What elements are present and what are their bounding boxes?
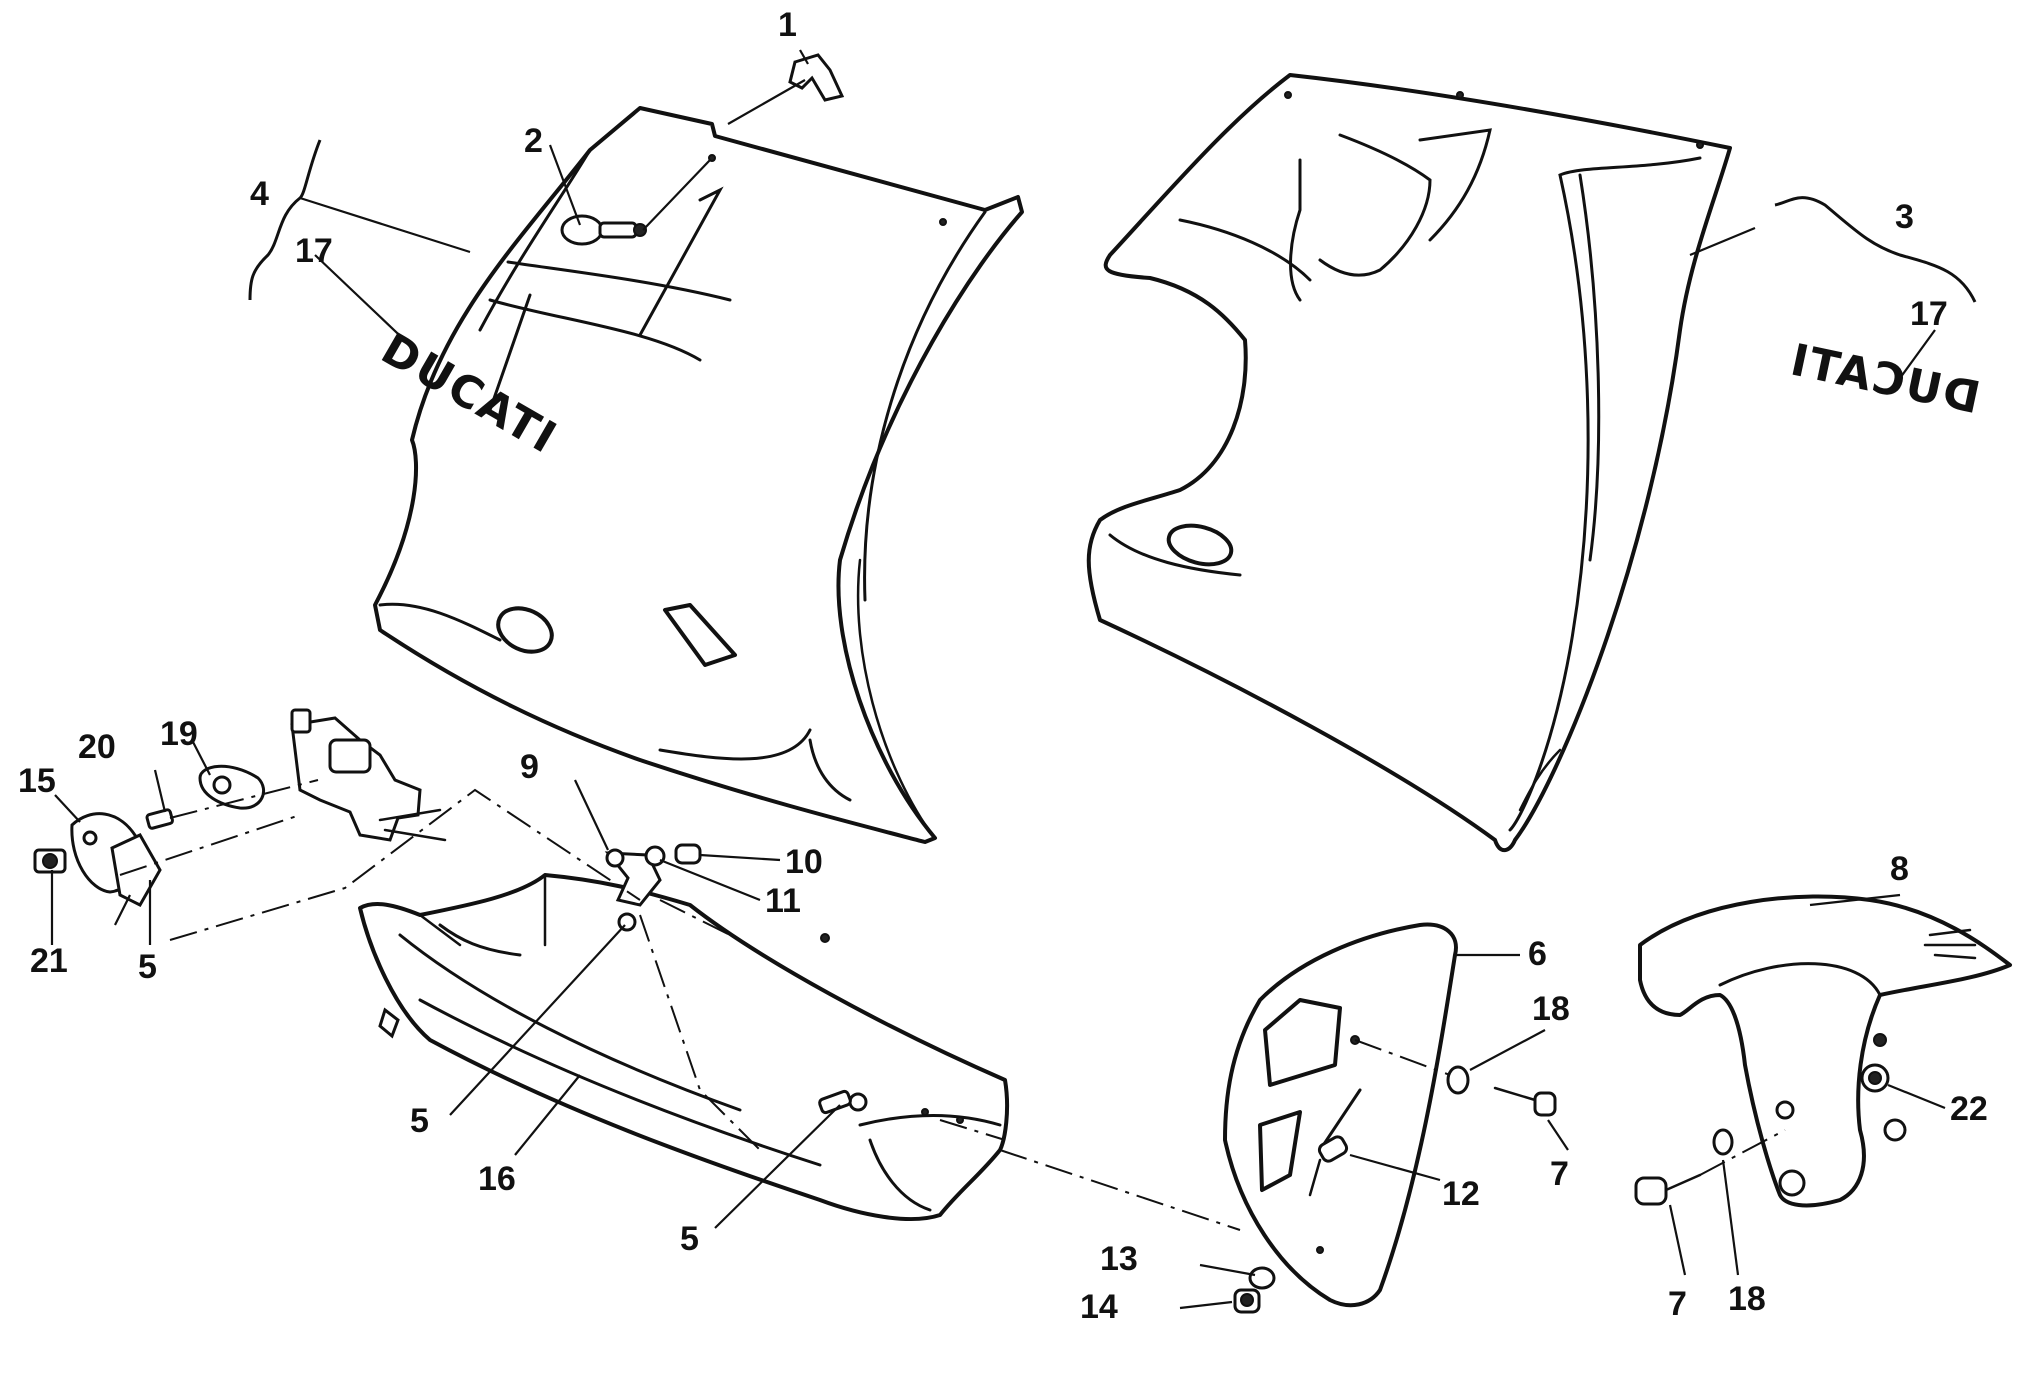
callout-21: 21	[30, 942, 68, 980]
callout-13: 13	[1100, 1240, 1138, 1278]
lower-fairing-belly-pan	[358, 873, 1010, 1221]
support-plate	[33, 812, 162, 907]
side-fender-panel	[1223, 922, 1458, 1308]
washer-and-screw-left	[1634, 1128, 1734, 1206]
callout-17-left: 17	[295, 232, 333, 270]
ducati-decal-right: DUCATI	[1784, 334, 1984, 424]
callout-17-right: 17	[1910, 295, 1948, 333]
callout-3: 3	[1895, 198, 1914, 236]
callout-22: 22	[1950, 1090, 1988, 1128]
ducati-decal-text-right: DUCATI	[1784, 334, 1984, 424]
callout-7-right: 7	[1550, 1155, 1569, 1193]
callout-16: 16	[478, 1160, 516, 1198]
fender-nut	[1860, 1063, 1890, 1093]
callout-12: 12	[1442, 1175, 1480, 1213]
callout-15: 15	[18, 762, 56, 800]
assembly-lines	[119, 779, 1786, 1231]
left-fairing-panel	[373, 106, 1024, 844]
callout-labels: 1 2 3 4 17 17 6 8 18 7 12 13 14 7 18 22 …	[18, 6, 1988, 1326]
callout-11: 11	[765, 882, 801, 920]
front-fender	[1638, 894, 2012, 1208]
callout-8: 8	[1890, 850, 1909, 888]
master-cylinder-assembly	[290, 708, 447, 842]
leader-lines	[50, 49, 1946, 1310]
callout-2: 2	[524, 122, 543, 160]
screw-and-washer	[644, 843, 702, 867]
callout-20: 20	[78, 728, 116, 766]
callout-18-right: 18	[1532, 990, 1570, 1028]
washer-and-nut	[1233, 1266, 1276, 1314]
washer-and-screw-right	[1446, 1065, 1557, 1117]
callout-5-center: 5	[410, 1102, 429, 1140]
mounting-bracket	[145, 764, 265, 830]
quick-release-fastener	[560, 214, 647, 246]
callout-5-left: 5	[138, 948, 157, 986]
callout-19: 19	[160, 715, 198, 753]
callout-14: 14	[1080, 1288, 1118, 1326]
callout-9: 9	[520, 748, 539, 786]
brace-left	[248, 139, 322, 301]
callout-4: 4	[250, 175, 269, 213]
right-fairing-panel	[1086, 73, 1732, 853]
callout-6: 6	[1528, 935, 1547, 973]
brace-right	[1774, 196, 1977, 303]
callout-1: 1	[778, 6, 797, 44]
screw	[1308, 1135, 1349, 1197]
callout-5-lower: 5	[680, 1220, 699, 1258]
callout-7-left: 7	[1668, 1285, 1687, 1323]
callout-10: 10	[785, 843, 823, 881]
callout-18-left: 18	[1728, 1280, 1766, 1318]
fastener-clip	[788, 53, 845, 102]
